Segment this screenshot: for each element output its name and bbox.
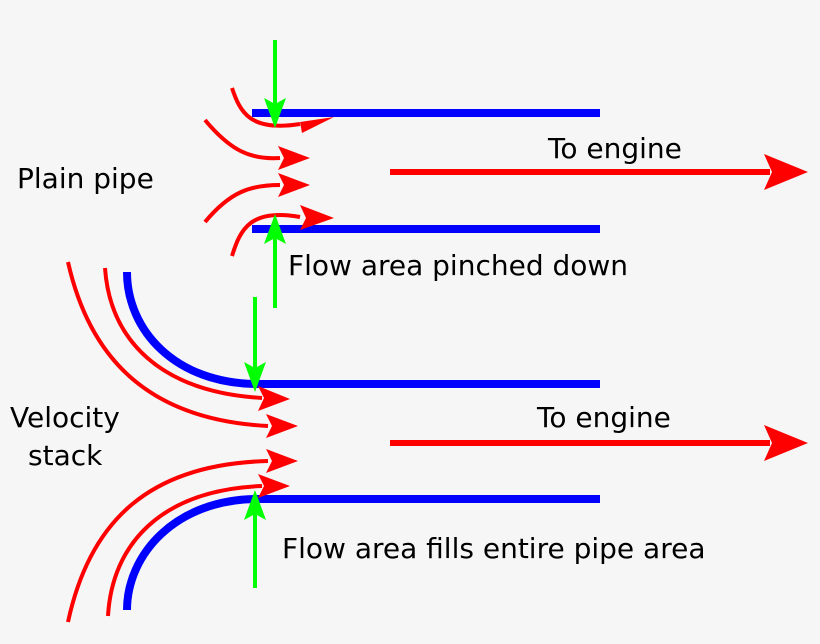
plain-pipe-label: Plain pipe [17, 162, 154, 195]
arrow-down-icon [264, 98, 286, 128]
velocity-stack-bottom-wall [123, 495, 600, 611]
pinched-label: Flow area pinched down [288, 249, 628, 282]
arrow-down-icon [244, 362, 266, 392]
flow-arrow-icon [300, 205, 334, 230]
flow-arrow-icon [203, 183, 281, 224]
arrow-right-icon [258, 386, 290, 411]
flow-arrow-icon [278, 173, 310, 197]
arrow-right-icon [764, 425, 808, 461]
flow-arrow-icon [106, 484, 263, 617]
velocity-stack-label-line2: stack [28, 439, 103, 472]
flow-arrow-icon [66, 261, 269, 428]
to-engine-label-bottom: To engine [536, 401, 671, 434]
arrow-right-icon [764, 154, 808, 190]
flow-arrow-icon [103, 267, 263, 400]
to-engine-label-top: To engine [547, 132, 682, 165]
plain-pipe-section: Plain pipe To engine Flow area pinched d… [17, 40, 808, 308]
arrow-up-icon [244, 490, 266, 520]
flow-arrow-icon [203, 118, 281, 161]
flow-arrow-icon [230, 213, 301, 257]
flow-arrow-icon [278, 146, 310, 170]
velocity-stack-label-line1: Velocity [10, 401, 120, 434]
arrow-right-icon [258, 474, 290, 498]
velocity-stack-top-wall [123, 271, 600, 388]
flow-arrow-icon [66, 459, 269, 623]
arrow-right-icon [266, 449, 298, 473]
fills-label: Flow area fills entire pipe area [282, 532, 706, 565]
flow-arrow-icon [300, 117, 334, 133]
arrow-right-icon [266, 414, 298, 438]
arrow-up-icon [264, 214, 286, 244]
flow-arrow-icon [230, 87, 301, 128]
velocity-stack-section: Velocity stack To engine Flow area fills… [10, 261, 808, 623]
